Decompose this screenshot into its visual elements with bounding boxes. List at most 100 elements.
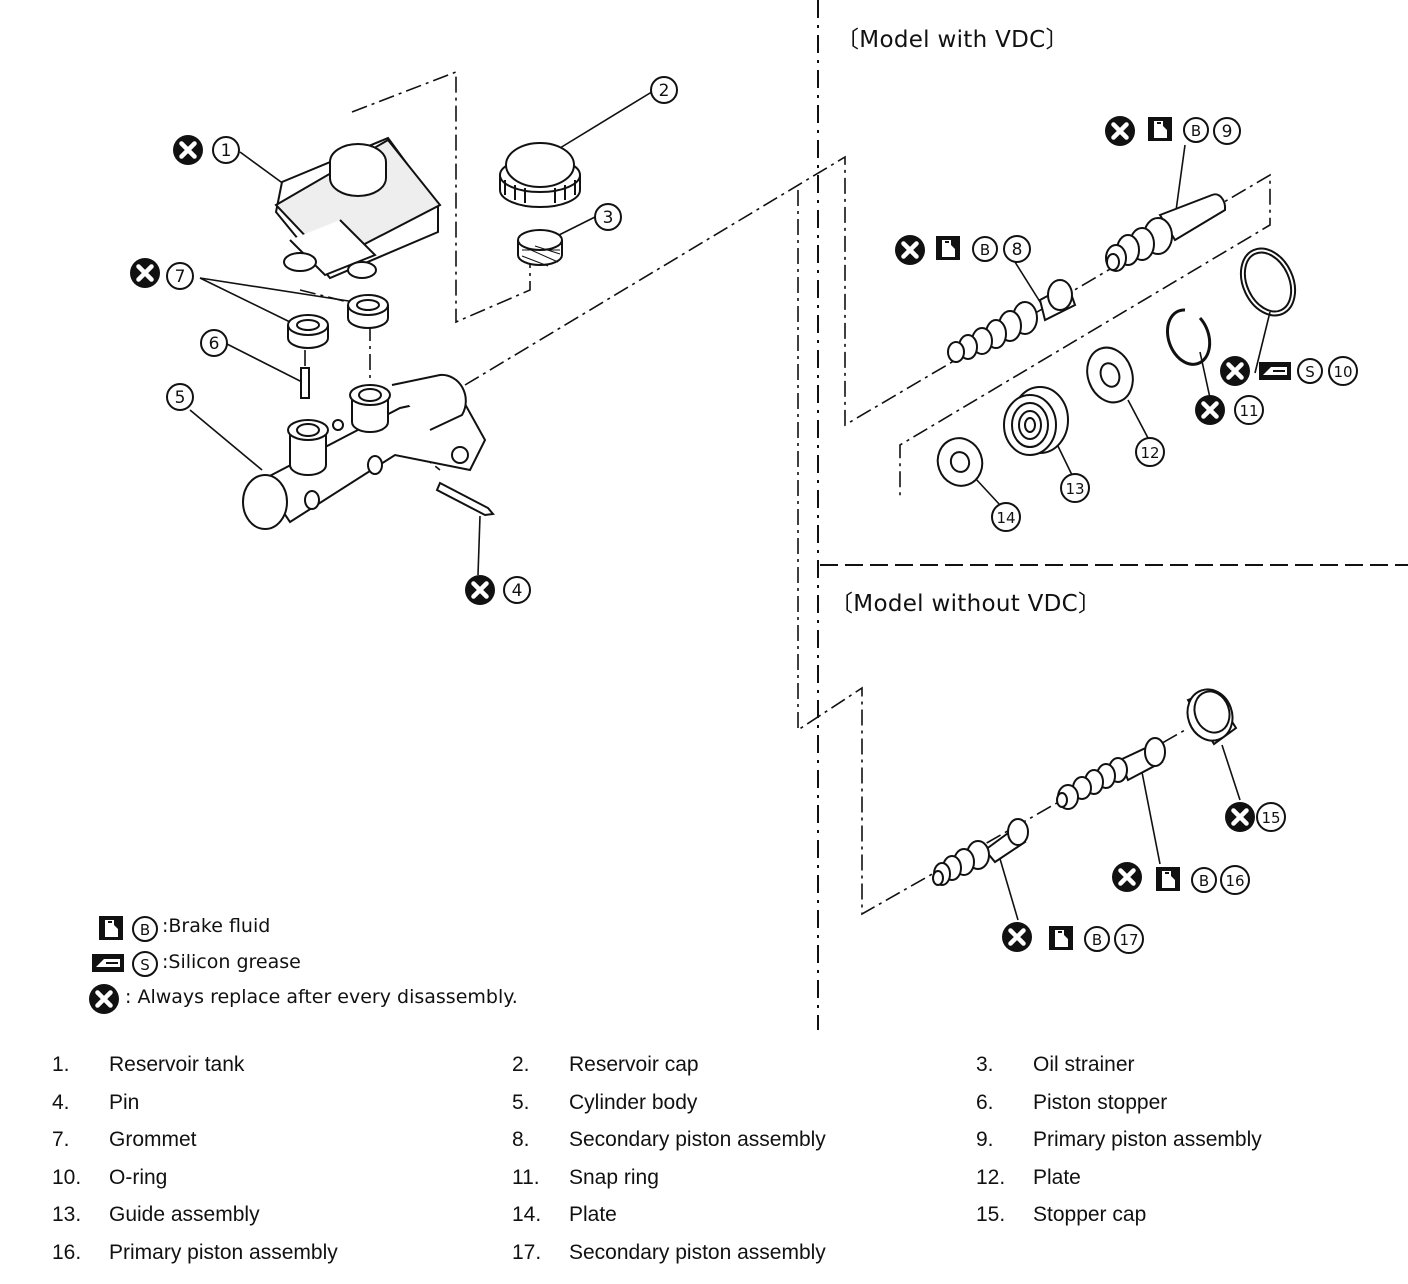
piston-stopper <box>300 367 310 399</box>
callout-6: 6 <box>200 329 228 357</box>
replace-icon <box>130 258 160 288</box>
o-ring <box>1239 247 1297 317</box>
part-item: 7. Grommet <box>52 1128 472 1156</box>
part-name: Piston stopper <box>1033 1090 1168 1114</box>
callout-8: B 8 <box>895 235 1031 265</box>
part-name: Grommet <box>109 1128 197 1151</box>
silicon-grease-icon <box>91 953 125 973</box>
stopper-cap <box>1186 688 1238 746</box>
vdc-secondary-piston <box>947 279 1077 363</box>
part-name: Cylinder body <box>569 1090 698 1114</box>
part-number: 6. <box>976 1090 994 1114</box>
callout-9-letter: B <box>1191 122 1201 140</box>
replace-icon <box>1195 395 1225 425</box>
part-item: 8.Secondary piston assembly <box>512 1128 932 1156</box>
callout-11: 11 <box>1195 395 1264 425</box>
legend-silicon-grease: :Silicon grease <box>162 951 301 973</box>
callout-3: 3 <box>594 203 622 231</box>
replace-icon <box>1112 862 1142 892</box>
part-name: O-ring <box>109 1165 168 1189</box>
legend-replace: : Always replace after every disassembly… <box>125 986 518 1008</box>
part-number: 2. <box>512 1053 530 1076</box>
replace-icon <box>1220 356 1250 386</box>
vdc-primary-piston <box>1105 193 1227 272</box>
callout-2-label: 2 <box>659 81 670 101</box>
part-item: 9.Primary piston assembly <box>976 1128 1396 1156</box>
callout-14: 14 <box>991 502 1021 532</box>
part-item: 1. Reservoir tank <box>52 1053 472 1081</box>
callout-4: 4 <box>465 575 531 605</box>
callout-11-label: 11 <box>1239 402 1258 420</box>
part-name: Plate <box>1033 1165 1081 1189</box>
exploded-diagram: 1 2 3 4 5 6 7 <box>0 0 1408 1030</box>
part-name: Snap ring <box>569 1165 659 1189</box>
callout-5: 5 <box>166 383 194 411</box>
callout-10-label: 10 <box>1333 363 1352 381</box>
part-name: Reservoir tank <box>109 1053 245 1076</box>
cylinder-body <box>242 373 487 530</box>
callout-2: 2 <box>650 76 678 104</box>
part-item: 13.Guide assembly <box>52 1203 472 1231</box>
brake-fluid-icon <box>935 235 961 261</box>
callout-15: 15 <box>1225 802 1286 832</box>
brake-fluid-icon <box>1048 925 1074 951</box>
part-number: 7. <box>52 1128 70 1151</box>
plate-14 <box>936 437 984 487</box>
replace-icon <box>465 575 495 605</box>
part-number: 5. <box>512 1090 530 1114</box>
brake-fluid-icon <box>1155 866 1181 892</box>
part-item: 6. Piston stopper <box>976 1091 1396 1119</box>
legend-silicon-grease-text: :Silicon grease <box>162 951 301 973</box>
callout-16-letter: B <box>1199 872 1209 890</box>
callout-4-label: 4 <box>512 581 523 601</box>
reservoir-cap <box>499 142 581 208</box>
callout-15-label: 15 <box>1261 809 1280 827</box>
section-dividers <box>817 0 1408 1030</box>
part-item: 16.Primary piston assembly <box>52 1241 472 1269</box>
part-number: 14. <box>512 1203 542 1226</box>
part-item: 12. Plate <box>976 1166 1396 1194</box>
section-title-with-vdc: 〔Model with VDC〕 <box>836 27 1069 53</box>
replace-icon <box>1105 116 1135 146</box>
part-number: 12. <box>976 1165 1006 1189</box>
part-number: 10. <box>52 1165 82 1189</box>
legend-icons: B S <box>89 915 158 1014</box>
replace-icon <box>895 235 925 265</box>
part-number: 11. <box>512 1165 540 1189</box>
brake-fluid-icon <box>1147 116 1173 142</box>
plate-12 <box>1086 346 1134 404</box>
part-name: Oil strainer <box>1033 1053 1135 1076</box>
part-number: 1. <box>52 1053 70 1076</box>
callout-6-label: 6 <box>209 334 220 354</box>
callout-10-letter: S <box>1305 363 1315 381</box>
callout-10: S 10 <box>1220 356 1358 386</box>
replace-icon <box>1225 802 1255 832</box>
callout-17-label: 17 <box>1119 931 1138 949</box>
part-number: 15. <box>976 1203 1006 1226</box>
legend-brake-fluid: :Brake fluid <box>162 915 270 937</box>
part-item: 11. Snap ring <box>512 1166 932 1194</box>
callout-17: B 17 <box>1002 922 1144 953</box>
legend-grease-letter: S <box>140 956 150 974</box>
callout-12: 12 <box>1135 437 1165 467</box>
part-name: Pin <box>109 1090 140 1114</box>
section-title-without-vdc: 〔Model without VDC〕 <box>830 591 1102 617</box>
non-vdc-secondary-piston <box>932 818 1029 886</box>
legend-brake-letter: B <box>140 921 150 939</box>
legend-brake-fluid-text: :Brake fluid <box>162 915 271 937</box>
callout-markers: 1 2 3 4 5 6 7 <box>130 76 1358 953</box>
callout-14-label: 14 <box>996 509 1015 527</box>
part-name: Stopper cap <box>1033 1203 1147 1226</box>
callout-7: 7 <box>130 258 194 289</box>
silicon-grease-icon <box>1258 361 1292 381</box>
callout-8-label: 8 <box>1012 240 1023 260</box>
callout-13-label: 13 <box>1065 480 1084 498</box>
callout-1: 1 <box>173 135 240 165</box>
callout-9: B 9 <box>1105 116 1241 146</box>
part-item: 15. Stopper cap <box>976 1203 1396 1231</box>
part-name: Plate <box>569 1203 617 1226</box>
part-name: Guide assembly <box>109 1203 260 1226</box>
part-item: 14. Plate <box>512 1203 932 1231</box>
non-vdc-primary-piston <box>1056 737 1166 810</box>
